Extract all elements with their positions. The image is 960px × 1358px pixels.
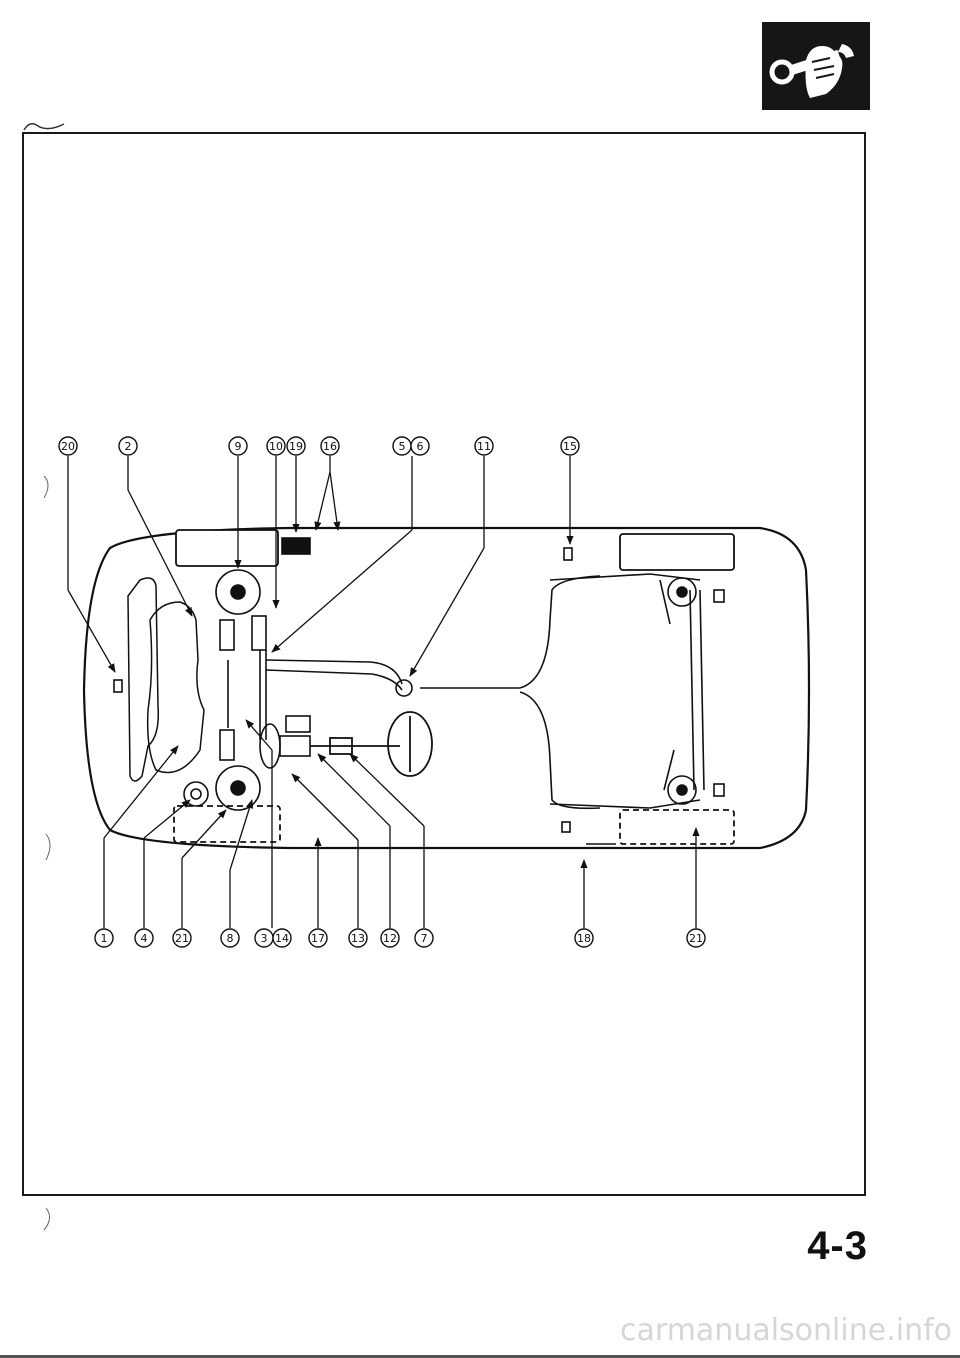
svg-text:3: 3 [261,932,268,945]
callout-14: 14 [272,928,292,948]
callout-18: 18 [574,928,594,948]
scan-marks [43,475,51,1231]
callout-6: 6 [410,436,430,456]
svg-text:14: 14 [275,932,289,945]
svg-text:17: 17 [311,932,325,945]
svg-text:21: 21 [175,932,189,945]
svg-text:20: 20 [61,440,75,453]
svg-text:11: 11 [477,440,491,453]
svg-text:10: 10 [269,440,283,453]
svg-text:18: 18 [577,932,591,945]
callout-4: 4 [134,928,154,948]
svg-text:12: 12 [383,932,397,945]
callout-20: 20 [58,436,78,456]
callout-21b: 21 [686,928,706,948]
brake-booster [259,679,413,769]
callout-11: 11 [474,436,494,456]
frame-corner-mark [23,123,65,131]
svg-text:7: 7 [421,932,428,945]
svg-text:2: 2 [125,440,132,453]
callout-1: 1 [94,928,114,948]
bottom-rule [0,1355,960,1358]
callout-5: 5 [392,436,412,456]
callout-16: 16 [320,436,340,456]
brake-lines [265,573,705,810]
callout-21a: 21 [172,928,192,948]
hand-wrench-icon [762,22,870,110]
svg-text:13: 13 [351,932,365,945]
svg-text:9: 9 [235,440,242,453]
callout-19: 19 [286,436,306,456]
svg-text:15: 15 [563,440,577,453]
callout-17: 17 [308,928,328,948]
callout-3: 3 [254,928,274,948]
rear-suspension [113,547,725,845]
watermark-text: carmanualsonline.info [620,1313,952,1348]
svg-text:4: 4 [141,932,148,945]
diagram-frame [22,132,866,1196]
svg-text:8: 8 [227,932,234,945]
callout-8: 8 [220,928,240,948]
page-number: 4-3 [807,1224,868,1268]
section-badge [762,22,870,110]
callout-13: 13 [348,928,368,948]
svg-text:1: 1 [101,932,108,945]
car-body-outline [82,526,811,850]
callout-2: 2 [118,436,138,456]
svg-text:6: 6 [417,440,424,453]
front-suspension [183,537,311,811]
callout-10: 10 [266,436,286,456]
seats [173,529,735,845]
callout-9: 9 [228,436,248,456]
callout-12: 12 [380,928,400,948]
svg-text:5: 5 [399,440,406,453]
svg-text:21: 21 [689,932,703,945]
bottom-callouts: 1 4 21 8 3 14 17 13 12 7 18 21 [94,928,706,948]
callout-7: 7 [414,928,434,948]
svg-text:16: 16 [323,440,337,453]
steering-assembly [310,711,433,777]
top-callouts: 20 2 9 10 19 16 5 6 11 15 [58,436,580,456]
engine-block [146,601,205,774]
callout-15: 15 [560,436,580,456]
leader-lines [67,456,700,928]
svg-text:19: 19 [289,440,303,453]
